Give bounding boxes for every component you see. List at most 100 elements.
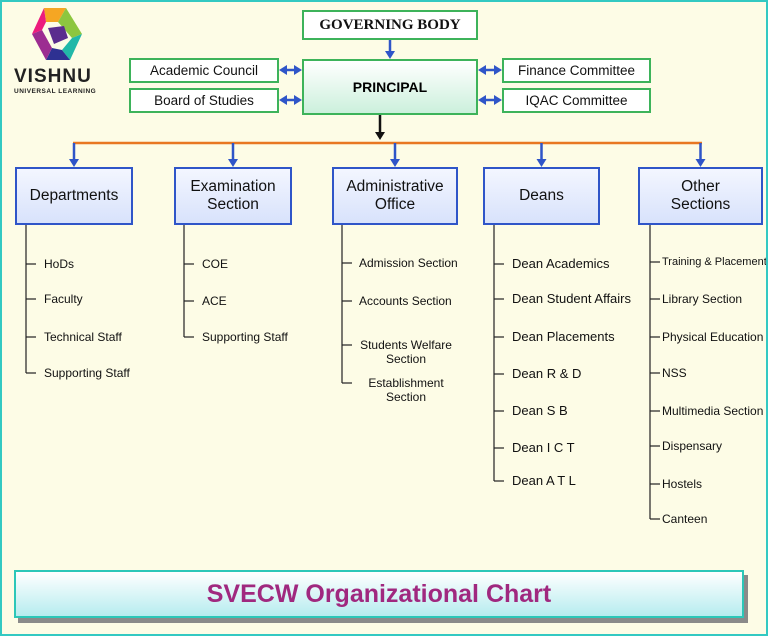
branch-box-0: Departments <box>15 167 133 225</box>
branch-title-line: Examination <box>190 178 276 195</box>
branch-item: ACE <box>202 294 227 308</box>
branch-item-line: HoDs <box>44 257 75 271</box>
branch-item: HoDs <box>44 257 74 271</box>
board-of-studies-connector-left-arrowhead <box>279 95 287 105</box>
branch-item: Physical Education <box>662 330 763 344</box>
branch-title: Deans <box>519 187 564 205</box>
branch-item: Dean A T L <box>512 474 576 488</box>
branch-item: Dispensary <box>662 439 722 453</box>
branch-item-line: Section <box>385 390 427 404</box>
branch-item: Faculty <box>44 292 83 306</box>
academic-council-connector-left-arrowhead <box>279 65 287 75</box>
branch-item: Dean Placements <box>512 330 615 344</box>
branch-item-line: Dean Academics <box>512 256 610 271</box>
branch-item: Dean Academics <box>512 257 610 271</box>
vishnu-logo: VISHNU UNIVERSAL LEARNING <box>12 2 112 98</box>
logo-name: VISHNU <box>14 66 92 87</box>
branch-item-line: Physical Education <box>662 330 764 344</box>
branch-title-line: Administrative <box>346 178 444 195</box>
branch-item-line: Accounts Section <box>359 294 452 308</box>
branch-item-line: NSS <box>662 366 687 380</box>
branch-title-line: Section <box>207 196 259 213</box>
logo-tagline: UNIVERSAL LEARNING <box>14 88 97 95</box>
branch-title-line: Other <box>681 178 720 195</box>
branch-item: Dean I C T <box>512 441 575 455</box>
branch-title: Departments <box>30 187 119 205</box>
branch-item: Dean R & D <box>512 367 581 381</box>
branch-item-line: Faculty <box>44 292 83 306</box>
branch-item-line: Dean S B <box>512 403 568 418</box>
branch-item-line: Admission Section <box>359 256 458 270</box>
branch-title-line: Departments <box>29 187 119 204</box>
finance-committee-connector-left-arrowhead <box>478 65 486 75</box>
branch-item-line: Dean A T L <box>512 473 576 488</box>
branch-item: Supporting Staff <box>202 330 288 344</box>
branch-item-line: COE <box>202 257 229 271</box>
branch-item-line: Multimedia Section <box>662 404 764 418</box>
branch-item: Technical Staff <box>44 330 122 344</box>
branch-drop-arrowhead-3 <box>536 159 547 167</box>
principal-box: PRINCIPAL <box>302 59 478 115</box>
finance-committee-box: Finance Committee <box>502 58 651 83</box>
principal-down-arrowhead <box>375 132 385 140</box>
branch-title-line: Deans <box>519 187 564 204</box>
branch-drop-arrowhead-1 <box>228 159 238 167</box>
branch-drop-arrowhead-2 <box>390 159 400 167</box>
branch-item-line: Training & Placements <box>662 256 768 268</box>
board-of-studies-connector-right-arrowhead <box>294 95 302 105</box>
branch-item-line: Supporting Staff <box>202 330 288 344</box>
branch-drop-arrowhead-4 <box>695 159 706 167</box>
logo-mark-icon <box>32 8 82 60</box>
branch-item-line: Dean Student Affairs <box>512 291 632 306</box>
branch-item-line: Canteen <box>662 512 708 526</box>
branch-item-line: Hostels <box>662 477 703 491</box>
board-of-studies-box: Board of Studies <box>129 88 279 113</box>
branch-item-line: Library Section <box>662 292 743 306</box>
branch-drop-arrowhead-0 <box>69 159 79 167</box>
branch-item-line: Students Welfare <box>360 338 452 352</box>
branch-box-3: Deans <box>483 167 600 225</box>
branch-item: Library Section <box>662 292 742 306</box>
branch-title-line: Office <box>374 196 416 213</box>
branch-item-line: Dispensary <box>662 439 723 453</box>
finance-committee-connector-right-arrowhead <box>494 65 502 75</box>
branch-item-line: Dean I C T <box>512 440 575 455</box>
branch-item: Canteen <box>662 512 707 526</box>
governing-body-box: GOVERNING BODY <box>302 10 478 40</box>
branch-item: NSS <box>662 366 687 380</box>
branch-item: Hostels <box>662 477 702 491</box>
academic-council-box: Academic Council <box>129 58 279 83</box>
iqac-committee-connector-right-arrowhead <box>494 95 502 105</box>
branch-item-line: Dean R & D <box>512 366 582 381</box>
branch-item: Admission Section <box>359 256 458 270</box>
branch-item-line: ACE <box>202 294 227 308</box>
branch-item: Multimedia Section <box>662 404 763 418</box>
academic-council-connector-right-arrowhead <box>294 65 302 75</box>
branch-item-line: Section <box>385 352 427 366</box>
branch-item: Supporting Staff <box>44 366 130 380</box>
chart-title-banner: SVECW Organizational Chart <box>14 570 744 618</box>
iqac-committee-box: IQAC Committee <box>502 88 651 113</box>
iqac-committee-connector-left-arrowhead <box>478 95 486 105</box>
branch-item-line: Technical Staff <box>44 330 122 344</box>
branch-item: Dean S B <box>512 404 568 418</box>
branch-title-line: Sections <box>670 196 731 213</box>
branch-item-line: Supporting Staff <box>44 366 130 380</box>
branch-item-line: Establishment <box>368 376 444 390</box>
governing-to-principal-arrowhead <box>385 51 395 59</box>
branch-item: Accounts Section <box>359 294 452 308</box>
branch-item: COE <box>202 257 228 271</box>
branch-item-line: Dean Placements <box>512 329 615 344</box>
branch-item: Dean Student Affairs <box>512 292 631 306</box>
branch-item: Training & Placements <box>662 255 768 269</box>
